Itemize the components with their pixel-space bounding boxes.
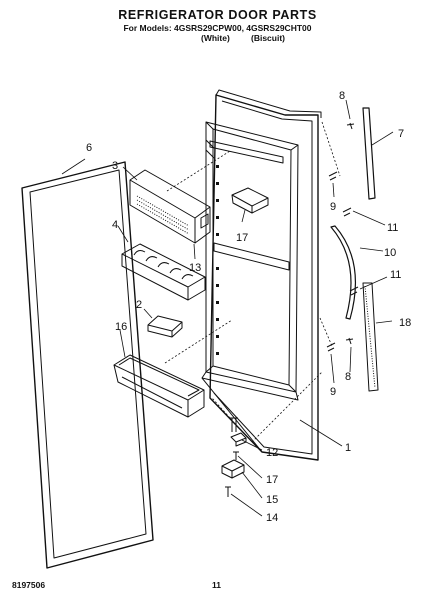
callout-1: 1 (345, 442, 351, 454)
callout-9-bottom: 9 (330, 386, 336, 398)
callout-17-hinge: 17 (266, 474, 278, 486)
hinge-bracket (221, 459, 245, 479)
door-handle (330, 225, 357, 320)
door-gasket (21, 161, 154, 569)
door-shelf-bracket (231, 187, 269, 214)
color-label-biscuit: (Biscuit) (251, 33, 285, 43)
callout-18: 18 (399, 317, 411, 329)
hinge-pin (230, 417, 238, 432)
handle-trim-bottom (362, 282, 379, 392)
screw-11-bottom (349, 286, 359, 296)
handle-trim-top (362, 107, 376, 200)
callout-11-top: 11 (387, 222, 398, 234)
callout-14: 14 (266, 512, 278, 524)
callout-8-bottom: 8 (345, 371, 351, 383)
callouts: 6 3 4 2 16 13 17 8 7 9 11 10 11 18 8 9 1… (86, 90, 411, 524)
screw-14 (225, 486, 231, 497)
callout-17-shelf: 17 (236, 232, 248, 244)
callout-15: 15 (266, 494, 278, 506)
callout-11-bottom: 11 (390, 269, 401, 281)
callout-10: 10 (384, 247, 396, 259)
callout-4: 4 (112, 219, 118, 231)
door-shelf-pegs (216, 165, 219, 355)
callout-9-top: 9 (330, 201, 336, 213)
callout-6: 7 (398, 128, 404, 140)
egg-tray (121, 243, 206, 301)
callout-8-top: 8 (339, 90, 345, 102)
retainer-clip (147, 315, 183, 338)
callout-3: 3 (112, 160, 118, 172)
screw-9-bottom (326, 342, 336, 352)
door-bin (113, 354, 205, 418)
screw-8-bottom (345, 337, 354, 345)
callout-12: 12 (266, 447, 278, 459)
hinge-bushing (230, 432, 247, 447)
page-title: REFRIGERATOR DOOR PARTS (118, 8, 317, 22)
washer-17 (233, 451, 239, 460)
callout-13: 13 (189, 262, 201, 274)
document-number: 8197506 (12, 580, 46, 590)
dairy-door (129, 169, 211, 244)
model-numbers: For Models: 4GSRS29CPW00, 4GSRS29CHT00 (123, 23, 312, 33)
screw-8-top (346, 122, 355, 130)
leader-lines (61, 99, 394, 517)
screw-11-top (342, 207, 352, 217)
door-liner (201, 89, 322, 461)
callout-7: 6 (86, 142, 92, 154)
page-number: 11 (212, 580, 221, 590)
callout-16: 16 (115, 321, 127, 333)
callout-2: 2 (136, 299, 142, 311)
color-label-white: (White) (201, 33, 230, 43)
screw-9-top (328, 171, 338, 181)
